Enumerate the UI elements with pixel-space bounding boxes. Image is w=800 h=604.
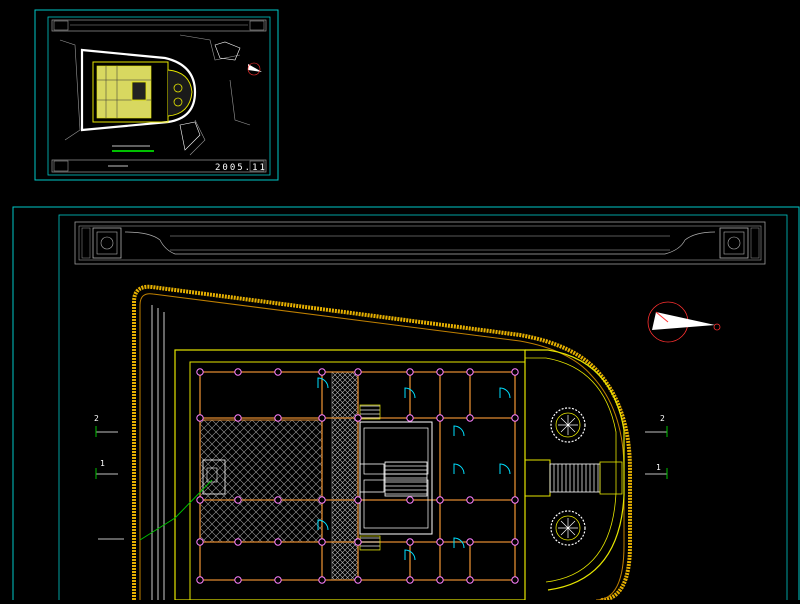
- column-marker: [466, 538, 474, 546]
- column-marker: [196, 538, 204, 546]
- door-swings: [317, 377, 511, 561]
- main-sheet-frames: [12, 206, 800, 604]
- column-marker: [354, 414, 362, 422]
- door-swing: [317, 377, 329, 389]
- column-marker: [406, 576, 414, 584]
- door-swing: [317, 519, 329, 531]
- callout: [98, 479, 213, 541]
- grid-marker-right-1: 1: [656, 463, 661, 472]
- site-boundary: [132, 284, 632, 602]
- column-marker: [196, 414, 204, 422]
- column-marker: [354, 538, 362, 546]
- column-marker: [274, 538, 282, 546]
- column-marker: [436, 576, 444, 584]
- column-markers: [196, 368, 519, 584]
- column-marker: [234, 496, 242, 504]
- door-swing: [499, 387, 511, 399]
- building-plan: [174, 349, 625, 601]
- column-marker: [274, 368, 282, 376]
- column-marker: [406, 414, 414, 422]
- column-marker: [196, 368, 204, 376]
- column-marker: [234, 538, 242, 546]
- north-arrow: [647, 301, 721, 343]
- column-marker: [318, 538, 326, 546]
- thumbnail-date: 2005.11: [215, 163, 267, 173]
- column-marker: [511, 414, 519, 422]
- column-marker: [436, 538, 444, 546]
- column-marker: [406, 538, 414, 546]
- column-marker: [436, 368, 444, 376]
- tree-symbol-south: [550, 510, 586, 546]
- column-marker: [406, 496, 414, 504]
- title-band: [74, 221, 766, 265]
- column-marker: [436, 414, 444, 422]
- column-marker: [234, 368, 242, 376]
- grid-marker-left-1: 1: [100, 459, 105, 468]
- column-marker: [318, 496, 326, 504]
- column-marker: [466, 368, 474, 376]
- column-marker: [196, 576, 204, 584]
- thumbnail-sheet: 2005.11: [34, 9, 279, 181]
- door-swing: [404, 549, 416, 561]
- column-marker: [466, 576, 474, 584]
- column-marker: [318, 414, 326, 422]
- column-marker: [406, 368, 414, 376]
- column-marker: [511, 538, 519, 546]
- column-marker: [354, 368, 362, 376]
- door-swing: [404, 387, 416, 399]
- tree-symbol-north: [550, 407, 586, 443]
- door-swing: [453, 537, 465, 549]
- column-marker: [196, 496, 204, 504]
- column-marker: [274, 576, 282, 584]
- grid-marker-left-2: 2: [94, 414, 99, 423]
- column-marker: [466, 414, 474, 422]
- column-marker: [436, 496, 444, 504]
- door-swing: [499, 463, 511, 475]
- column-marker: [234, 414, 242, 422]
- column-marker: [354, 576, 362, 584]
- grid-markers: 2 1 2 1: [94, 414, 668, 479]
- column-marker: [318, 368, 326, 376]
- column-marker: [511, 576, 519, 584]
- column-marker: [511, 496, 519, 504]
- grid-marker-right-2: 2: [660, 414, 665, 423]
- column-marker: [354, 496, 362, 504]
- door-swing: [453, 425, 465, 437]
- column-marker: [511, 368, 519, 376]
- column-marker: [274, 496, 282, 504]
- column-marker: [274, 414, 282, 422]
- column-marker: [318, 576, 326, 584]
- column-marker: [466, 496, 474, 504]
- door-swing: [453, 463, 465, 475]
- column-marker: [234, 576, 242, 584]
